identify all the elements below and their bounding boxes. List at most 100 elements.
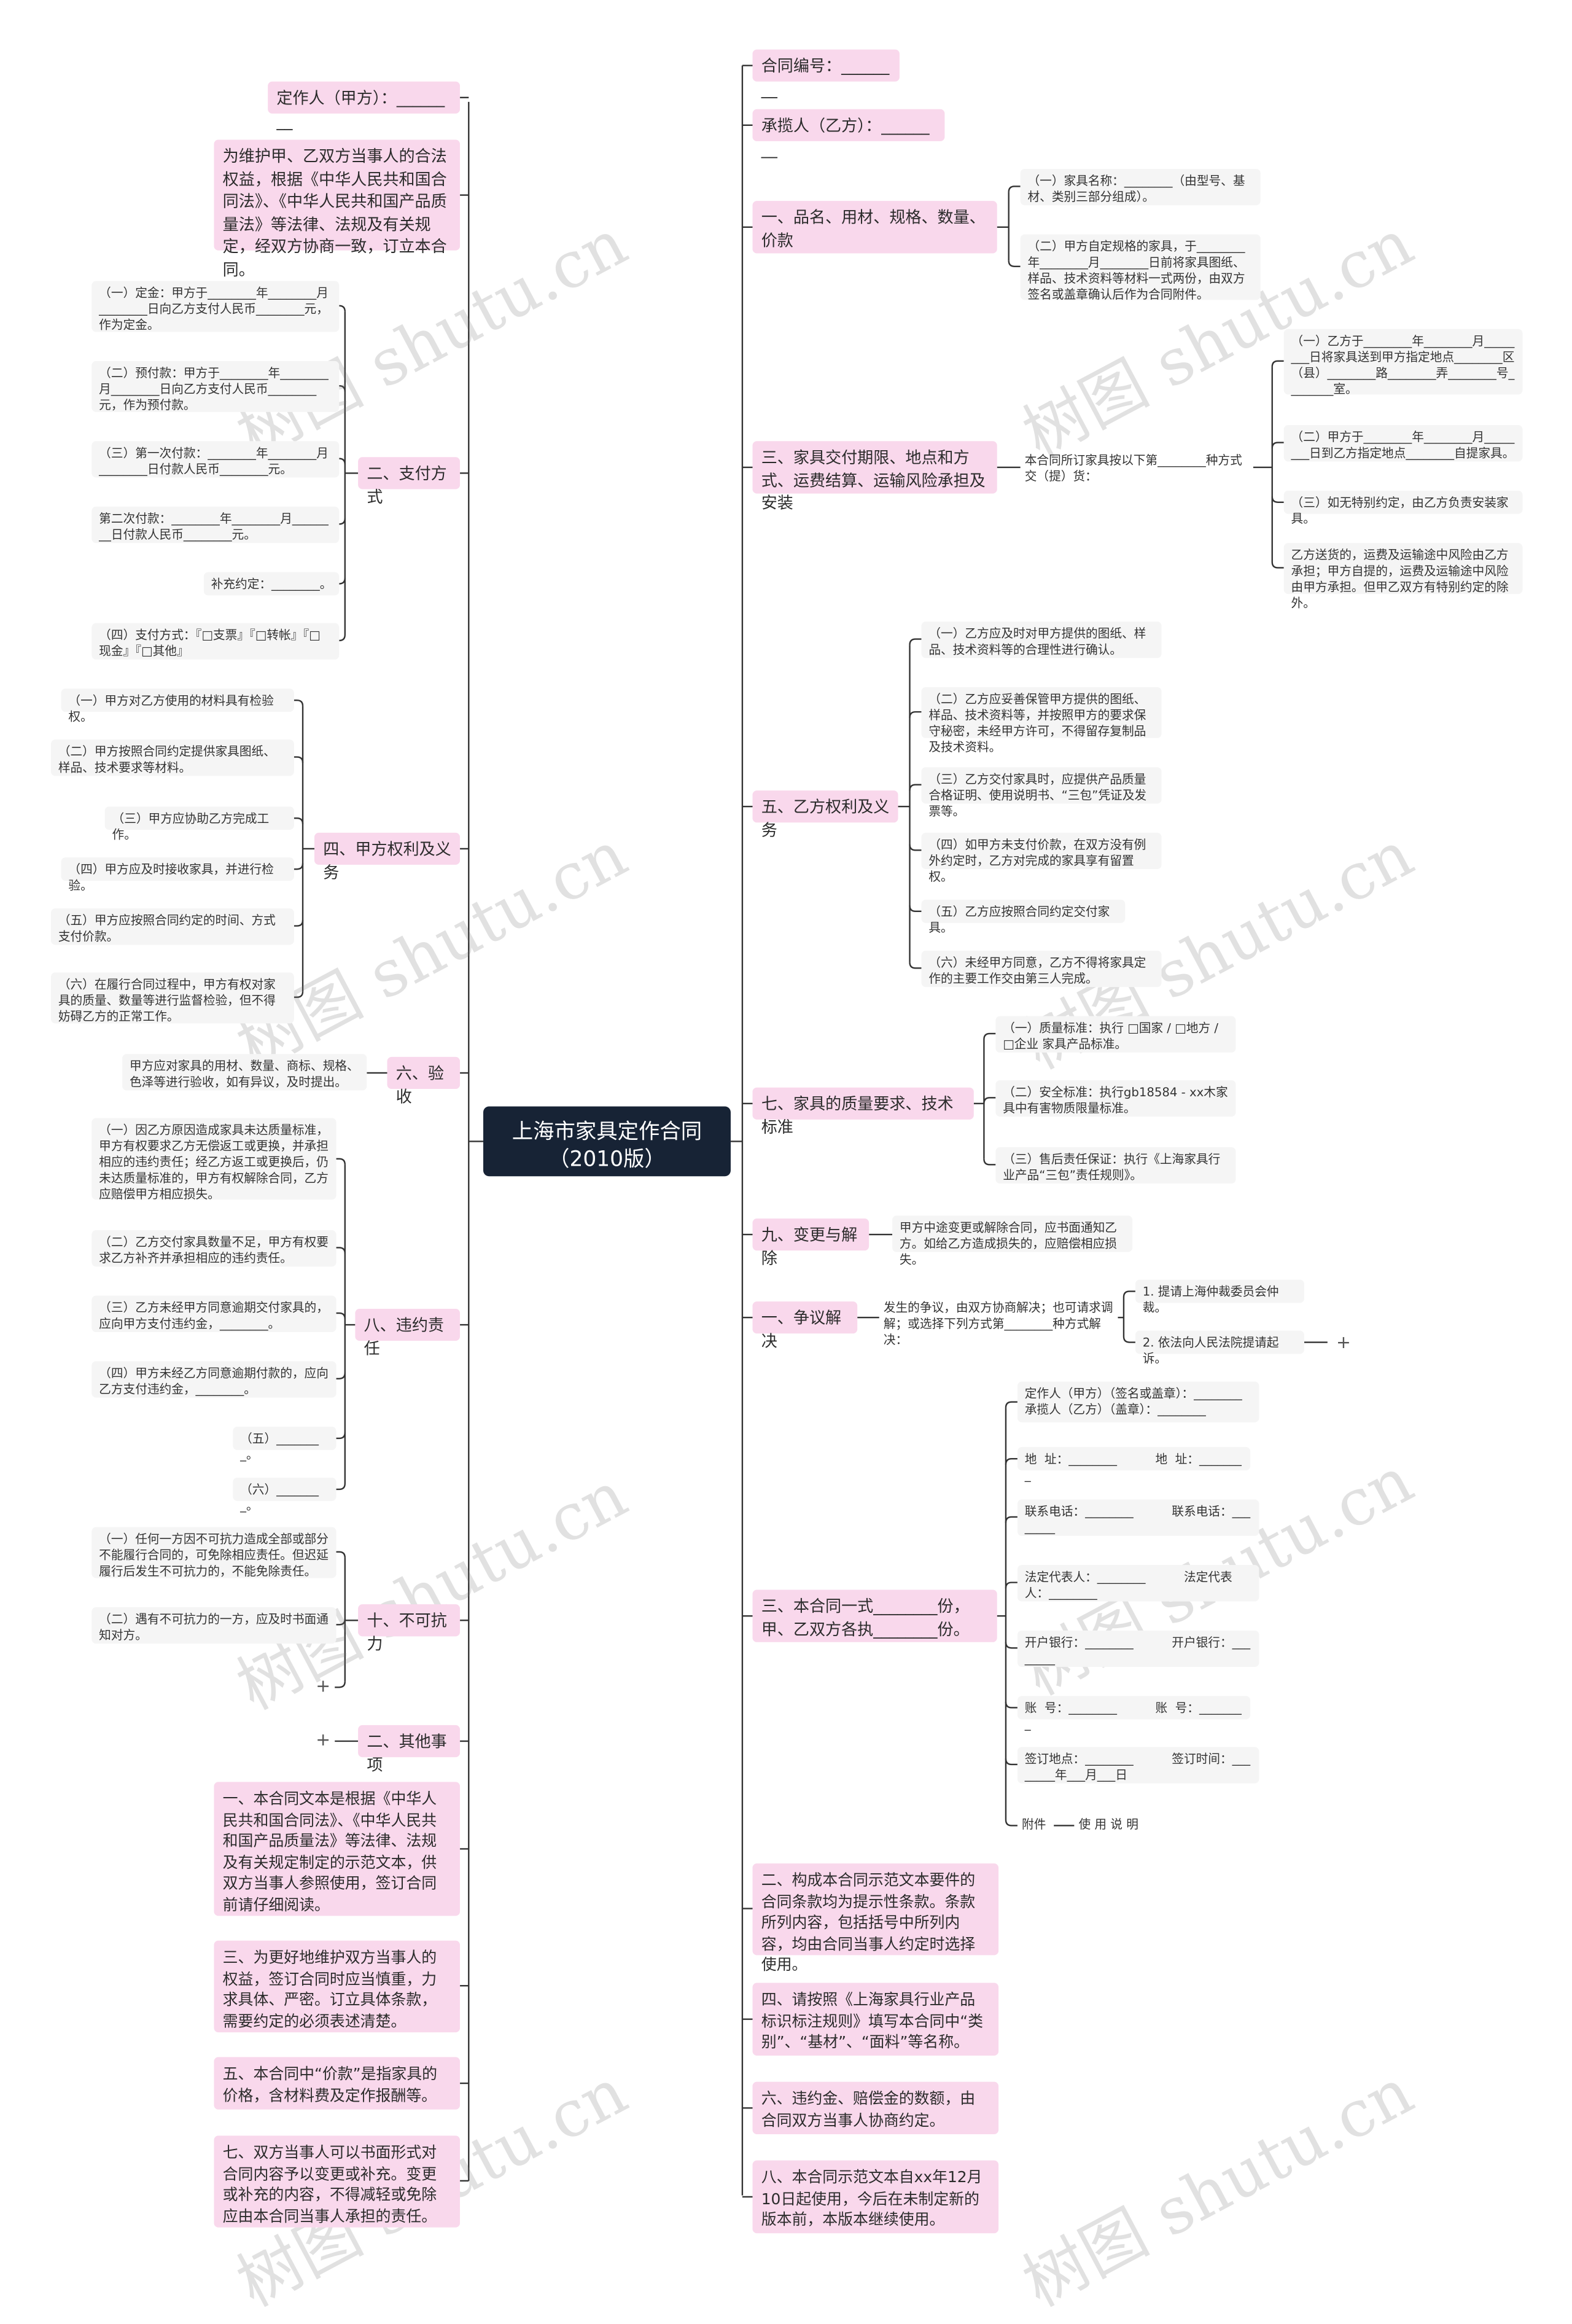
dispute-item[interactable]: 2. 依法向人民法院提请起诉。 bbox=[1135, 1330, 1304, 1365]
party-b-node[interactable]: 承揽人（乙方）：________ bbox=[752, 109, 945, 158]
quality-item[interactable]: （三）售后责任保证：执行《上海家具行业产品“三包”责任规则》。 bbox=[995, 1147, 1236, 1184]
connector-line bbox=[1005, 1701, 1018, 1709]
force-item[interactable]: （一）任何一方因不可抗力造成全部或部分不能履行合同的，可免除相应责任。但迟延履行… bbox=[91, 1527, 337, 1578]
connector-line bbox=[983, 1097, 996, 1104]
payment-item[interactable]: （二）预付款：甲方于________年________月________日向乙方… bbox=[91, 361, 340, 412]
rights-b-branch[interactable]: 五、乙方权利及义务 bbox=[752, 790, 898, 840]
note-node[interactable]: 七、双方当事人可以书面形式对合同内容予以变更或补充。变更或补充的内容，不得减轻或… bbox=[214, 2135, 461, 2228]
connector-line bbox=[983, 1032, 996, 1040]
dispute-branch[interactable]: 一、争议解决 bbox=[752, 1301, 858, 1351]
signature-item[interactable]: 签订地点：________ 签订时间：________年___月___日 bbox=[1017, 1747, 1259, 1784]
rights-b-item[interactable]: （一）乙方应及时对甲方提供的图纸、样品、技术资料等的合理性进行确认。 bbox=[921, 622, 1162, 658]
change-item[interactable]: 甲方中途变更或解除合同，应书面通知乙方。如给乙方造成损失的，应赔偿相应损失。 bbox=[892, 1215, 1133, 1266]
attachment-item[interactable]: 附件 bbox=[1022, 1817, 1046, 1831]
connector-line bbox=[909, 905, 922, 913]
payment-item[interactable]: 第二次付款：________年________月________日付款人民币__… bbox=[91, 506, 340, 544]
change-branch[interactable]: 九、变更与解除 bbox=[752, 1219, 870, 1267]
signature-item[interactable]: 账 号：________ 账 号：________ bbox=[1017, 1696, 1251, 1731]
dispute-item[interactable]: 1. 提请上海仲裁委员会仲裁。 bbox=[1135, 1279, 1304, 1314]
delivery-item[interactable]: （三）如无特别约定，由乙方负责安装家具。 bbox=[1283, 490, 1523, 526]
expand-toggle[interactable]: + bbox=[1336, 1332, 1351, 1353]
quality-item[interactable]: （一）质量标准：执行 □国家 / □地方 / □企业 家具产品标准。 bbox=[995, 1016, 1236, 1053]
payment-item[interactable]: （四）支付方式：『□支票』『□转帐』『□现金』『□其他』 bbox=[91, 623, 340, 660]
note-node[interactable]: 一、本合同文本是根据《中华人民共和国合同法》、《中华人民共和国产品质量法》等法律… bbox=[214, 1782, 461, 1916]
force-item[interactable]: （二）遇有不可抗力的一方，应及时书面通知对方。 bbox=[91, 1607, 337, 1644]
note-node[interactable]: 四、请按照《上海家具行业产品标识标注规则》填写本合同中“类别”、“基材”、“面料… bbox=[752, 1983, 999, 2056]
connector-line bbox=[1008, 185, 1021, 192]
connector-line bbox=[1271, 496, 1284, 503]
signature-item[interactable]: 地 址：________ 地 址：________ bbox=[1017, 1447, 1251, 1482]
delivery-branch[interactable]: 三、家具交付期限、地点和方式、运费结算、运输风险承担及安装 bbox=[752, 441, 997, 512]
signature-item[interactable]: 联系电话：________ 联系电话：________ bbox=[1017, 1499, 1259, 1536]
rights-b-item[interactable]: （四）如甲方未支付价款，在双方没有例外约定时，乙方对完成的家具享有留置权。 bbox=[921, 832, 1162, 884]
goods-item[interactable]: （二）甲方自定规格的家具，于________年________月________… bbox=[1020, 234, 1261, 302]
payment-item[interactable]: 补充约定：________。 bbox=[203, 572, 340, 596]
signature-item[interactable]: 开户银行：________ 开户银行：________ bbox=[1017, 1630, 1259, 1667]
note-node[interactable]: 二、构成本合同示范文本要件的合同条款均为提示性条款。条款所列内容，包括括号中所列… bbox=[752, 1863, 999, 1974]
rights-a-item[interactable]: （五）甲方应按照合同约定的时间、方式支付价款。 bbox=[50, 908, 294, 945]
delivery-item[interactable]: （一）乙方于________年________月________日将家具送到甲方… bbox=[1283, 329, 1523, 396]
quality-item[interactable]: （二）安全标准：执行gb18584 - xx木家具中有害物质限量标准。 bbox=[995, 1080, 1236, 1117]
note-node[interactable]: 五、本合同中“价款”是指家具的价格，含材料费及定作报酬等。 bbox=[214, 2057, 461, 2110]
rights-b-item[interactable]: （二）乙方应妥善保管甲方提供的图纸、样品、技术资料等，并按照甲方的要求保守秘密，… bbox=[921, 687, 1162, 754]
rights-a-item[interactable]: （二）甲方按照合同约定提供家具图纸、样品、技术要求等材料。 bbox=[50, 739, 294, 776]
contract-number-node[interactable]: 合同编号：________ bbox=[752, 49, 900, 98]
note-node[interactable]: 六、违约金、赔偿金的数额，由合同双方当事人协商约定。 bbox=[752, 2081, 999, 2135]
breach-item[interactable]: （五）________。 bbox=[233, 1426, 337, 1462]
breach-item[interactable]: （三）乙方未经甲方同意逾期交付家具的，应向甲方支付违约金，________。 bbox=[91, 1295, 337, 1332]
connector-line bbox=[909, 638, 922, 645]
rights-a-item[interactable]: （三）甲方应协助乙方完成工作。 bbox=[104, 806, 294, 841]
quality-branch[interactable]: 七、家具的质量要求、技术标准 bbox=[752, 1087, 974, 1136]
other-branch[interactable]: 二、其他事项 bbox=[358, 1725, 461, 1774]
note-node[interactable]: 三、为更好地维护双方当事人的权益，签订合同时应当慎重，力求具体、严密。订立具体条… bbox=[214, 1940, 461, 2033]
usage-instructions[interactable]: 使 用 说 明 bbox=[1078, 1817, 1138, 1831]
connector-line bbox=[909, 784, 922, 791]
goods-item[interactable]: （一）家具名称：________（由型号、基材、类别三部分组成）。 bbox=[1020, 168, 1261, 206]
connector-line bbox=[1123, 1336, 1135, 1343]
connector-line bbox=[1271, 442, 1284, 449]
preface-node[interactable]: 为维护甲、乙双方当事人的合法权益，根据《中华人民共和国合同法》、《中华人民共和国… bbox=[214, 139, 461, 279]
connector-line bbox=[1123, 1290, 1135, 1298]
acceptance-branch[interactable]: 六、验收 bbox=[387, 1056, 461, 1105]
connector-line bbox=[335, 1618, 346, 1626]
goods-branch[interactable]: 一、品名、用材、规格、数量、价款 bbox=[752, 201, 997, 254]
breach-item[interactable]: （四）甲方未经乙方同意逾期付款的，应向乙方支付违约金，________。 bbox=[91, 1361, 337, 1398]
breach-item[interactable]: （六）________。 bbox=[233, 1477, 337, 1513]
rights-a-item[interactable]: （六）在履行合同过程中，甲方有权对家具的质量、数量等进行监督检验，但不得妨碍乙方… bbox=[50, 972, 294, 1024]
breach-item[interactable]: （二）乙方交付家具数量不足，甲方有权要求乙方补齐并承担相应的违约责任。 bbox=[91, 1230, 337, 1267]
delivery-item[interactable]: 乙方送货的，运费及运输途中风险由乙方承担；甲方自提的，运费及运输途中风险由甲方承… bbox=[1283, 543, 1523, 610]
root-topic[interactable]: 上海市家具定作合同（2010版） bbox=[483, 1106, 731, 1177]
party-a-node[interactable]: 定作人（甲方）：________ bbox=[268, 81, 461, 130]
connector-line bbox=[1271, 360, 1284, 367]
signature-item[interactable]: 法定代表人：________ 法定代表人：________ bbox=[1017, 1565, 1259, 1602]
connector-line bbox=[1005, 1758, 1018, 1766]
connector-line bbox=[294, 863, 304, 870]
payment-item[interactable]: （一）定金：甲方于________年________月________日向乙方支… bbox=[91, 281, 340, 332]
force-branch[interactable]: 十、不可抗力 bbox=[358, 1604, 461, 1653]
connector-line bbox=[1005, 1642, 1018, 1649]
connector-line bbox=[339, 305, 346, 312]
rights-b-item[interactable]: （五）乙方应按照合同约定交付家具。 bbox=[921, 899, 1126, 935]
rights-a-item[interactable]: （一）甲方对乙方使用的材料具有检验权。 bbox=[61, 688, 294, 723]
expand-toggle[interactable]: + bbox=[316, 1675, 331, 1696]
signature-item[interactable]: 定作人（甲方）（签名或盖章）：________ 承揽人（乙方）（盖章）：____… bbox=[1017, 1381, 1259, 1422]
connector-line bbox=[1005, 1457, 1018, 1465]
rights-b-item[interactable]: （三）乙方交付家具时，应提供产品质量合格证明、使用说明书、“三包”凭证及发票等。 bbox=[921, 767, 1162, 818]
note-node[interactable]: 八、本合同示范文本自xx年12月10日起使用，今后在未制定新的版本前，本版本继续… bbox=[752, 2160, 999, 2234]
payment-item[interactable]: （三）第一次付款：________年________月________日付款人民… bbox=[91, 441, 340, 478]
connector-line bbox=[909, 711, 922, 718]
breach-branch[interactable]: 八、违约责任 bbox=[355, 1308, 461, 1357]
copies-branch[interactable]: 三、本合同一式________份，甲、乙双方各执________份。 bbox=[752, 1589, 997, 1642]
rights-b-item[interactable]: （六）未经甲方同意，乙方不得将家具定作的主要工作交由第三人完成。 bbox=[921, 950, 1162, 988]
acceptance-item[interactable]: 甲方应对家具的用材、数量、商标、规格、色泽等进行验收，如有异议，及时提出。 bbox=[122, 1054, 367, 1091]
expand-toggle[interactable]: + bbox=[316, 1729, 331, 1750]
rights-a-branch[interactable]: 四、甲方权利及义务 bbox=[314, 832, 461, 881]
breach-item[interactable]: （一）因乙方原因造成家具未达质量标准，甲方有权要求乙方无偿返工或更换，并承担相应… bbox=[91, 1118, 337, 1201]
connector-line bbox=[336, 1483, 346, 1491]
connector-line bbox=[294, 991, 304, 998]
delivery-item[interactable]: （二）甲方于________年________月________日到乙方指定地点… bbox=[1283, 425, 1523, 462]
connector-line bbox=[1005, 1401, 1018, 1408]
connector-line bbox=[1005, 1819, 1018, 1827]
rights-a-item[interactable]: （四）甲方应及时接收家具，并进行检验。 bbox=[61, 857, 294, 892]
payment-branch[interactable]: 二、支付方式 bbox=[358, 457, 461, 506]
